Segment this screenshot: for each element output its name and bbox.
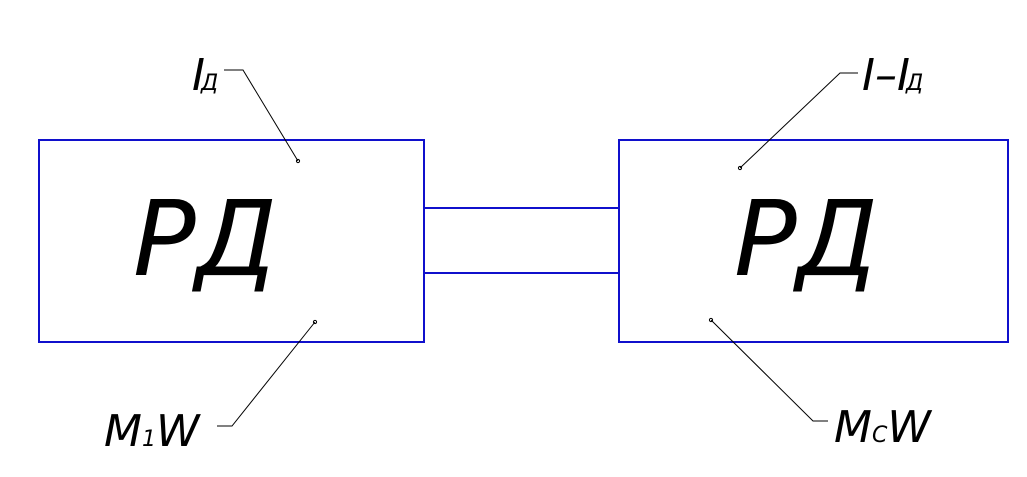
callout-top-right-anchor: [737, 165, 743, 171]
callout-bottom-right-pre: M: [834, 402, 872, 453]
callout-bottom-left-pre: M: [104, 406, 142, 457]
callout-bottom-right-anchor: [708, 317, 714, 323]
callout-bottom-left-anchor: [312, 319, 318, 325]
callout-bottom-right: MCW: [708, 317, 932, 453]
callout-top-left-main: I: [192, 50, 205, 101]
left-block-label: РД: [133, 178, 277, 300]
left-block-frame: [38, 139, 425, 343]
callout-top-right-main: I–I: [862, 50, 910, 101]
callout-bottom-left-text: M1W: [104, 406, 201, 457]
right-block-frame: [618, 139, 1009, 343]
callout-bottom-right-sub: C: [872, 423, 888, 448]
shaft-connection: [424, 207, 619, 274]
callout-top-left: I Д: [192, 50, 301, 164]
callout-top-left-sub: Д: [200, 71, 218, 96]
callout-bottom-right-leader: [710, 319, 828, 422]
callout-bottom-left-leader: [217, 321, 316, 427]
callout-bottom-right-post: W: [887, 402, 932, 453]
callout-top-right: I–I Д: [737, 50, 923, 171]
callout-bottom-left: M1W: [104, 319, 318, 457]
callout-top-right-leader: [739, 72, 858, 169]
callout-bottom-left-post: W: [156, 406, 201, 457]
callout-top-left-leader: [224, 69, 299, 162]
callout-bottom-left-sub: 1: [142, 427, 156, 452]
right-block-label: РД: [734, 178, 878, 300]
callout-top-right-sub: Д: [905, 71, 923, 96]
callout-bottom-right-text: MCW: [834, 402, 932, 453]
callout-top-left-anchor: [295, 158, 301, 164]
